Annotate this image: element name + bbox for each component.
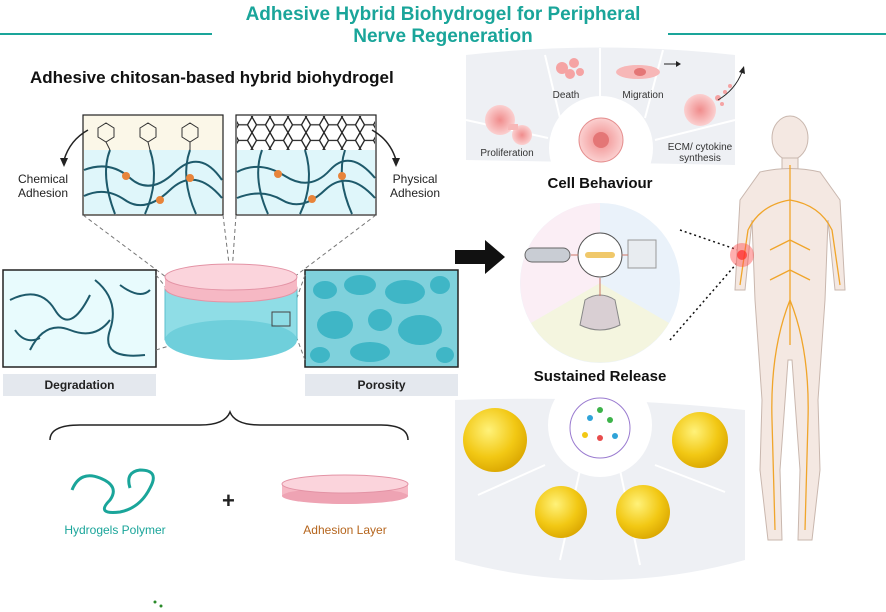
- proliferation-label: Proliferation: [480, 148, 534, 159]
- physical-arrow: [371, 129, 397, 161]
- death-label: Death: [552, 90, 580, 101]
- chemical-adhesion-label: Chemical Adhesion: [8, 172, 78, 200]
- ecm-label-line-1: ECM/ cytokine: [667, 142, 733, 153]
- plus-sign: +: [222, 488, 235, 513]
- degradation-box: [2, 269, 157, 368]
- ecm-label-line-2: synthesis: [679, 153, 721, 164]
- adhesion-layer-icon: [281, 474, 409, 504]
- cell-behaviour-heading: Cell Behaviour: [547, 175, 653, 192]
- sustained-release-panel: [455, 373, 745, 580]
- delivery-pie: [520, 203, 680, 363]
- title-rule-left: [0, 33, 212, 35]
- title-line-1: Adhesive Hybrid Biohydrogel for Peripher…: [245, 4, 641, 25]
- grouping-brace: [49, 409, 409, 441]
- title-line-2: Nerve Regeneration: [353, 26, 533, 47]
- degradation-label: Degradation: [3, 374, 156, 396]
- nerve-network: [739, 165, 841, 531]
- hydrogel-subtitle: Adhesive chitosan-based hybrid biohydrog…: [30, 68, 394, 87]
- physical-adhesion-box: [235, 114, 377, 216]
- porosity-box: [304, 269, 459, 368]
- physical-label-line-2: Adhesion: [389, 186, 441, 200]
- sustained-release-heading: Sustained Release: [533, 368, 667, 385]
- adhesion-layer-label: Adhesion Layer: [303, 523, 387, 537]
- chemical-arrow: [63, 129, 89, 161]
- chemical-label-line-1: Chemical: [17, 172, 68, 186]
- hydrogels-polymer-label: Hydrogels Polymer: [64, 523, 166, 537]
- chemical-adhesion-box: [82, 114, 224, 216]
- title-rule-right: [668, 33, 886, 35]
- ecm-label: ECM/ cytokine synthesis: [660, 142, 740, 164]
- physical-label-line-1: Physical: [392, 172, 438, 186]
- physical-adhesion-label: Physical Adhesion: [380, 172, 450, 200]
- hydrogel-polymer-icon: [70, 468, 155, 514]
- cell-behaviour-panel: [465, 47, 745, 200]
- hydrogel-disc: [164, 263, 298, 360]
- migration-label: Migration: [622, 90, 664, 101]
- porosity-label: Porosity: [305, 374, 458, 396]
- human-body: [734, 115, 846, 541]
- main-arrow: [455, 240, 505, 274]
- chemical-label-line-2: Adhesion: [17, 186, 69, 200]
